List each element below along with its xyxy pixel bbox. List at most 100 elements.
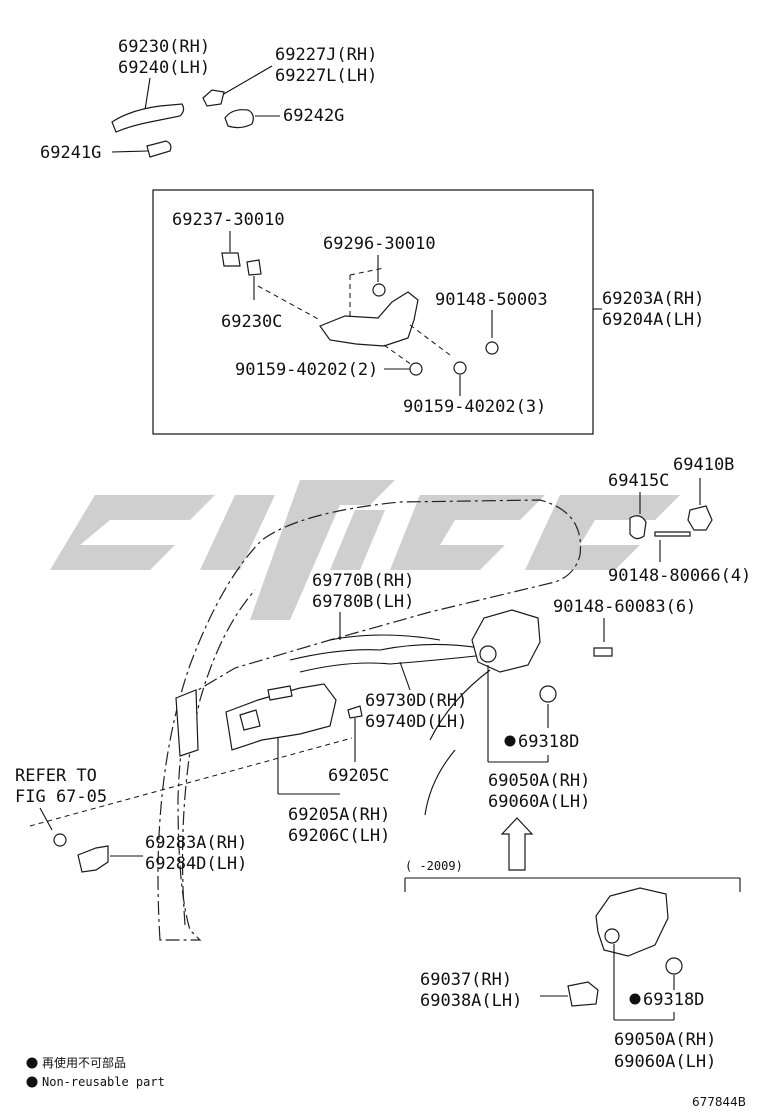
label-69050a-rh-b: 69050A(RH) — [614, 1030, 716, 1050]
legend-english-text: Non-reusable part — [42, 1075, 165, 1089]
label-69296: 69296-30010 — [323, 234, 436, 254]
label-69237: 69237-30010 — [172, 210, 285, 230]
cable-part — [299, 654, 486, 673]
cable-part — [329, 634, 441, 641]
dashed-guide — [29, 737, 353, 827]
bracket-part — [246, 259, 262, 276]
label-69037-rh: 69037(RH) — [420, 970, 512, 990]
label-69242g: 69242G — [283, 106, 344, 126]
label-69780b-lh: 69780B(LH) — [312, 592, 414, 612]
figure-id-label: 677844B — [692, 1095, 746, 1109]
leader-line — [111, 150, 149, 153]
label-69050a-rh-a: 69050A(RH) — [488, 771, 590, 791]
refer-group: REFER TO FIG 67-05 69283A(RH) 69284D(LH) — [15, 766, 247, 874]
label-69730d-rh: 69730D(RH) — [365, 691, 467, 711]
label-69241g: 69241G — [40, 143, 101, 163]
bolt-part — [409, 362, 423, 376]
label-69770b-rh: 69770B(RH) — [312, 571, 414, 591]
label-69038a-lh: 69038A(LH) — [420, 991, 522, 1011]
inside-handle-group: 69205C 69205A(RH) 69206C(LH) — [29, 683, 390, 846]
bolt-part — [485, 341, 499, 355]
clip-part — [221, 252, 241, 267]
dashed-guide — [409, 324, 451, 356]
lock-assembly-group: 69770B(RH) 69780B(LH) 69730D(RH) 69740D(… — [289, 571, 590, 871]
label-69415c: 69415C — [608, 471, 669, 491]
label-69318d-a: 69318D — [518, 732, 579, 752]
non-reusable-marker-icon — [504, 735, 516, 747]
outside-handle-group: 69230(RH) 69240(LH) 69227J(RH) 69227L(LH… — [40, 37, 377, 163]
legend-marker-icon — [26, 1057, 38, 1069]
dashed-guide — [383, 344, 413, 366]
spring-part — [687, 505, 713, 531]
door-inner-outline — [181, 589, 256, 926]
label-90148-60083: 90148-60083(6) — [553, 597, 696, 617]
dashed-guide — [257, 285, 321, 321]
refer-text-line2: FIG 67-05 — [15, 787, 107, 807]
bolt-part — [372, 283, 386, 297]
frame-assembly-box: 69237-30010 69230C 69296-30010 90148-500… — [152, 189, 704, 435]
screw-part — [654, 531, 691, 537]
label-69410b: 69410B — [673, 455, 734, 475]
outside-handle-part — [111, 103, 185, 133]
legend-marker-icon — [26, 1076, 38, 1088]
lower-variant-group: ( -2009) 69318D 69037(RH) 69038A(LH) 690… — [404, 859, 741, 1072]
seal-ring-part — [539, 685, 557, 703]
label-69205a-rh: 69205A(RH) — [288, 805, 390, 825]
dashed-guide — [349, 267, 385, 276]
bolt-part — [453, 361, 467, 375]
label-69318d-b: 69318D — [643, 990, 704, 1010]
label-69060a-lh-a: 69060A(LH) — [488, 792, 590, 812]
fastener-group: 69410B 69415C 90148-80066(4) 90148-60083… — [553, 455, 751, 657]
pad-part — [224, 109, 254, 129]
label-90148-80066: 90148-80066(4) — [608, 566, 751, 586]
label-69227l-lh: 69227L(LH) — [275, 66, 377, 86]
cable-part — [429, 669, 491, 741]
cap-part — [629, 515, 647, 540]
leader-line — [144, 77, 151, 111]
handle-lever-part — [239, 709, 261, 731]
legend: 再使用不可部品 Non-reusable part — [26, 1055, 165, 1089]
door-frame-outline — [157, 499, 582, 941]
leader-line — [221, 65, 273, 96]
watermark-logo — [50, 480, 680, 620]
box-border — [152, 189, 594, 435]
label-90159-2: 90159-40202(2) — [235, 360, 378, 380]
label-90159-3: 90159-40202(3) — [403, 397, 546, 417]
label-69203a-rh: 69203A(RH) — [602, 289, 704, 309]
arrow-up-icon — [500, 817, 534, 871]
legend-japanese-text: 再使用不可部品 — [42, 1055, 126, 1070]
lock-gear — [604, 928, 620, 944]
handle-detail — [267, 685, 293, 701]
hinge-part — [175, 689, 199, 757]
refer-text-line1: REFER TO — [15, 766, 97, 786]
label-69284d-lh: 69284D(LH) — [145, 854, 247, 874]
label-69230-rh: 69230(RH) — [118, 37, 210, 57]
door-lock-part — [471, 609, 541, 673]
cable-part — [289, 643, 481, 661]
bolt-part — [593, 647, 613, 657]
label-69206c-lh: 69206C(LH) — [288, 826, 390, 846]
cable-part — [424, 749, 456, 816]
door-outline — [157, 499, 582, 941]
cover-part — [77, 845, 109, 873]
screw-part — [53, 833, 67, 847]
label-69204a-lh: 69204A(LH) — [602, 310, 704, 330]
non-reusable-marker-icon — [629, 993, 641, 1005]
seal-ring-part — [665, 957, 683, 975]
label-69227j-rh: 69227J(RH) — [275, 45, 377, 65]
label-69240-lh: 69240(LH) — [118, 58, 210, 78]
label-69230c: 69230C — [221, 312, 282, 332]
date-range-label: ( -2009) — [405, 859, 463, 873]
actuator-part — [567, 981, 599, 1007]
clip-part — [347, 705, 363, 719]
label-69060a-lh-b: 69060A(LH) — [614, 1052, 716, 1072]
lock-gear — [479, 645, 497, 663]
cap-part — [146, 140, 172, 158]
label-69205c: 69205C — [328, 766, 389, 786]
door-lock-part — [595, 887, 669, 957]
leader-line — [399, 661, 411, 691]
handle-cover-part — [202, 89, 225, 107]
leader-line — [39, 807, 53, 831]
frame-part — [319, 291, 419, 347]
